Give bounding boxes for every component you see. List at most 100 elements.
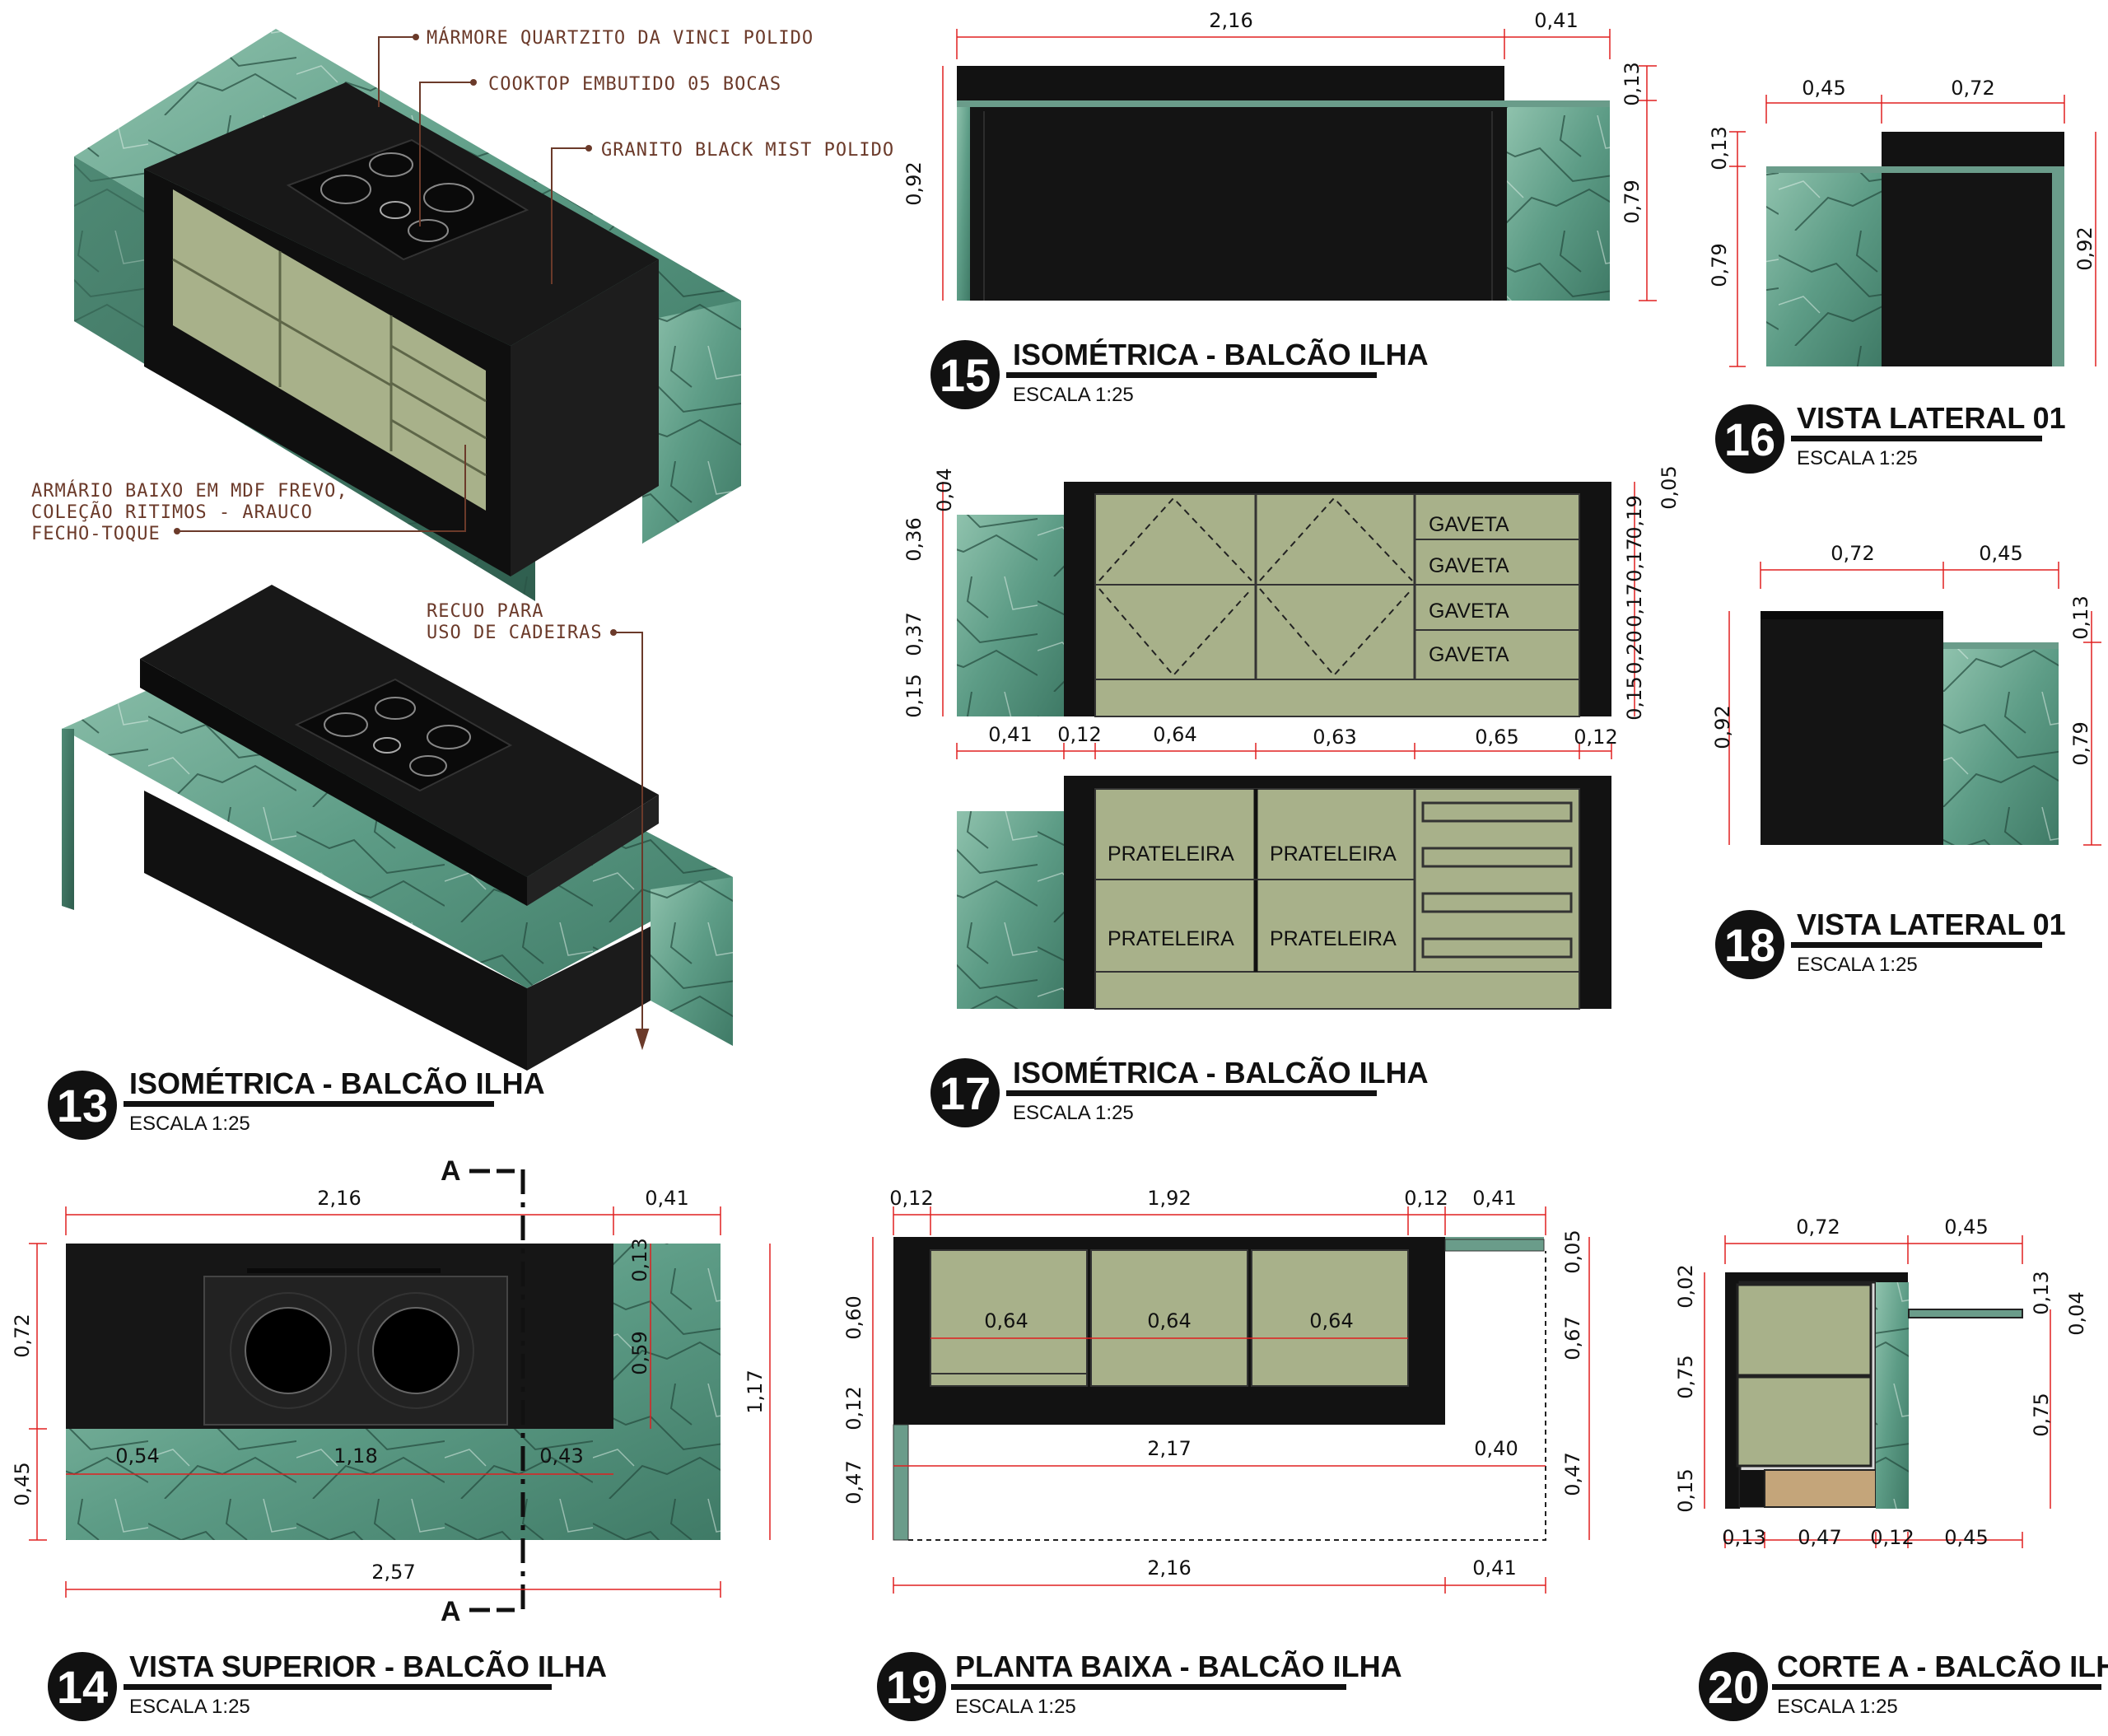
note-cabinet-2: COLEÇÃO RITIMOS - ARAUCO — [31, 501, 313, 523]
dim-17-bottom-5: 0,12 — [1574, 726, 1617, 749]
dim-14-bottom: 2,57 — [371, 1561, 415, 1584]
dim-20-top-b: 0,45 — [1944, 1216, 1988, 1239]
dim-17-bottom-3: 0,63 — [1313, 726, 1356, 749]
dim-19-left-2: 0,47 — [842, 1460, 865, 1504]
dim-14-right-total: 1,17 — [744, 1370, 767, 1413]
dim-15-top-a: 2,16 — [1209, 9, 1252, 32]
dim-19-mid-b: 0,40 — [1474, 1437, 1518, 1460]
drawing-scale-17: ESCALA 1:25 — [1013, 1102, 1134, 1124]
drawing-title-18: VISTA LATERAL 01 — [1797, 908, 2066, 941]
drawer-label: GAVETA — [1429, 554, 1509, 577]
title-block-13: 13 ISOMÉTRICA - BALCÃO ILHA ESCALA 1:25 — [48, 1066, 545, 1140]
dim-14-left-b: 0,45 — [11, 1462, 34, 1505]
dim-17-left-1: 0,36 — [902, 517, 926, 561]
dim-20-right-2: 0,75 — [2030, 1393, 2053, 1436]
dim-20-right-0: 0,13 — [2030, 1271, 2053, 1314]
dim-14-inner-1: 1,18 — [333, 1444, 377, 1468]
dim-14-right-a: 0,13 — [628, 1238, 651, 1281]
dim-19-right-1: 0,67 — [1561, 1316, 1584, 1360]
drawer-label: GAVETA — [1429, 513, 1509, 536]
dim-16-top-b: 0,72 — [1951, 77, 1994, 100]
dim-19-top-2: 0,12 — [1404, 1187, 1448, 1210]
note-cabinet-3: FECHO-TOQUE — [31, 524, 161, 544]
title-block-18: 18 VISTA LATERAL 01 ESCALA 1:25 — [1715, 908, 2066, 979]
side-view-16: 0,45 0,72 0,13 0,79 0,92 16 VISTA LATERA… — [1708, 77, 2096, 474]
dim-14-inner-0: 0,54 — [115, 1444, 159, 1468]
section-20: 0,72 0,45 0,02 0,75 0,15 0,13 0,04 0,75 … — [1674, 1216, 2108, 1721]
drawing-scale-14: ESCALA 1:25 — [129, 1696, 250, 1718]
drawing-number-15: 15 — [940, 349, 991, 401]
dim-17-left-2: 0,37 — [902, 612, 926, 656]
dim-19-mid-a: 2,17 — [1147, 1437, 1191, 1460]
dim-17-right-2: 0,17 — [1623, 538, 1646, 581]
dim-14-left-a: 0,72 — [11, 1314, 34, 1357]
note-recess-2: USO DE CADEIRAS — [427, 623, 603, 643]
drawing-title-13: ISOMÉTRICA - BALCÃO ILHA — [129, 1066, 545, 1100]
dim-20-bottom-0: 0,13 — [1722, 1526, 1765, 1549]
dim-14-right-b: 0,59 — [628, 1331, 651, 1374]
title-block-14: 14 VISTA SUPERIOR - BALCÃO ILHA ESCALA 1… — [48, 1649, 607, 1721]
dim-17-bottom-4: 0,65 — [1475, 726, 1518, 749]
dim-18-left: 0,92 — [1711, 705, 1734, 749]
cut-label-top: A — [441, 1155, 461, 1187]
dim-19-top-0: 0,12 — [889, 1187, 933, 1210]
iso-view-13: MÁRMORE QUARTZITO DA VINCI POLIDO COOKTO… — [31, 27, 894, 1140]
note-granite: GRANITO BLACK MIST POLIDO — [601, 140, 894, 161]
dim-17-right-4: 0,20 — [1623, 630, 1646, 674]
dim-19-top-1: 1,92 — [1147, 1187, 1191, 1210]
drawing-number-18: 18 — [1724, 919, 1775, 971]
dim-19-left-1: 0,12 — [842, 1386, 865, 1430]
drawer-label: GAVETA — [1429, 643, 1509, 666]
dim-17-right-1: 0,19 — [1623, 495, 1646, 539]
note-recess-1: RECUO PARA — [427, 601, 543, 622]
cut-label-bottom: A — [441, 1596, 461, 1627]
drawing-title-15: ISOMÉTRICA - BALCÃO ILHA — [1013, 337, 1429, 371]
drawer-label: GAVETA — [1429, 600, 1509, 623]
drawing-title-16: VISTA LATERAL 01 — [1797, 401, 2066, 435]
dim-18-right-a: 0,13 — [2069, 595, 2092, 639]
dim-20-left-2: 0,15 — [1674, 1468, 1697, 1512]
side-view-18: 0,72 0,45 0,92 0,13 0,79 18 VISTA LATERA… — [1711, 542, 2101, 979]
drawing-number-20: 20 — [1708, 1661, 1759, 1713]
dim-19-top-3: 0,41 — [1472, 1187, 1516, 1210]
drawing-title-20: CORTE A - BALCÃO ILHA — [1777, 1649, 2108, 1683]
drawing-title-19: PLANTA BAIXA - BALCÃO ILHA — [955, 1649, 1402, 1683]
dim-17-bottom-0: 0,41 — [988, 723, 1032, 746]
dim-19-module-2: 0,64 — [1309, 1309, 1353, 1332]
drawing-title-17: ISOMÉTRICA - BALCÃO ILHA — [1013, 1055, 1429, 1090]
title-block-15: 15 ISOMÉTRICA - BALCÃO ILHA ESCALA 1:25 — [930, 337, 1429, 409]
note-cooktop: COOKTOP EMBUTIDO 05 BOCAS — [488, 74, 781, 95]
dim-15-right-b: 0,79 — [1621, 180, 1644, 223]
drawing-number-19: 19 — [886, 1661, 937, 1713]
dim-19-right-2: 0,47 — [1561, 1452, 1584, 1496]
dim-16-left-a: 0,13 — [1708, 126, 1731, 170]
title-block-16: 16 VISTA LATERAL 01 ESCALA 1:25 — [1715, 401, 2066, 474]
dim-18-top-b: 0,45 — [1979, 542, 2022, 565]
drawing-number-13: 13 — [57, 1080, 108, 1132]
note-marble: MÁRMORE QUARTZITO DA VINCI POLIDO — [427, 27, 814, 49]
iso-lower — [62, 585, 733, 1071]
drawing-scale-16: ESCALA 1:25 — [1797, 447, 1918, 469]
dim-14-top-b: 0,41 — [645, 1187, 688, 1210]
drawing-number-14: 14 — [57, 1661, 108, 1713]
dim-20-bottom-2: 0,12 — [1870, 1526, 1914, 1549]
dim-19-bottom-a: 2,16 — [1147, 1556, 1191, 1580]
shelf-label: PRATELEIRA — [1270, 927, 1397, 950]
dim-20-right-1: 0,04 — [2065, 1291, 2088, 1335]
dim-17-bottom-1: 0,12 — [1057, 723, 1101, 746]
note-cabinet-1: ARMÁRIO BAIXO EM MDF FREVO, — [31, 480, 348, 502]
dim-18-right-b: 0,79 — [2069, 721, 2092, 765]
drawing-number-16: 16 — [1724, 413, 1775, 465]
dim-16-top-a: 0,45 — [1802, 77, 1845, 100]
drawing-title-14: VISTA SUPERIOR - BALCÃO ILHA — [129, 1649, 607, 1683]
shelf-label: PRATELEIRA — [1108, 927, 1234, 950]
dim-15-right-a: 0,13 — [1621, 62, 1644, 105]
drawing-scale-15: ESCALA 1:25 — [1013, 384, 1134, 406]
dim-17-left-3: 0,15 — [902, 674, 926, 717]
dim-17-right-5: 0,15 — [1623, 676, 1646, 720]
dim-17-right-3: 0,17 — [1623, 583, 1646, 627]
title-block-20: 20 CORTE A - BALCÃO ILHA ESCALA 1:25 — [1699, 1649, 2108, 1721]
dim-19-left-0: 0,60 — [842, 1295, 865, 1339]
dim-15-top-b: 0,41 — [1534, 9, 1578, 32]
